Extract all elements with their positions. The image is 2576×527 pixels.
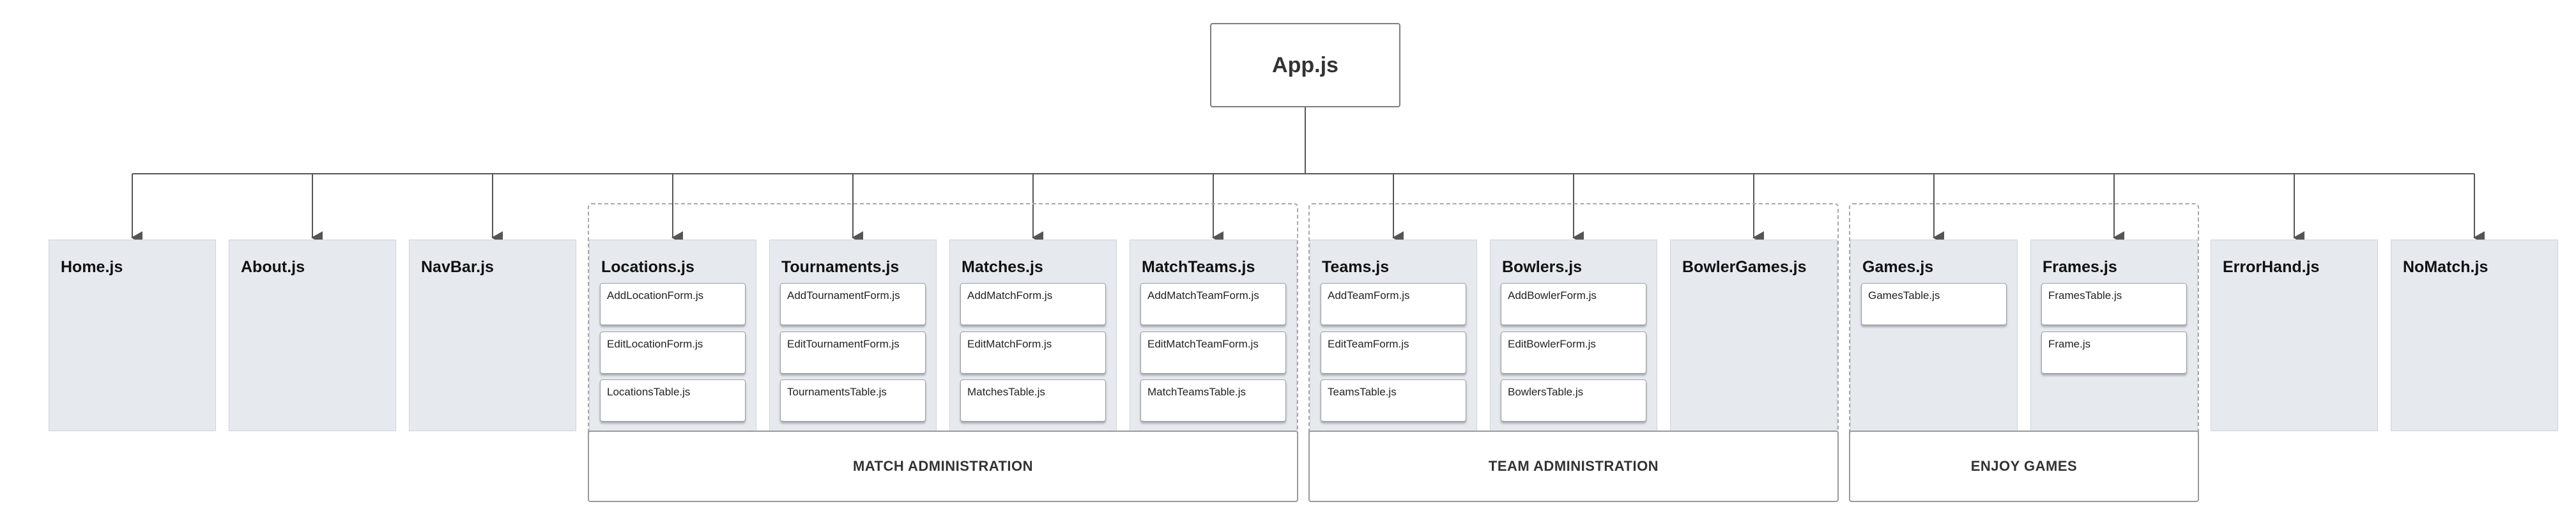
component-title: Frames.js (2043, 258, 2117, 276)
subcomponent-addmatchform[interactable]: AddMatchForm.js (960, 283, 1106, 325)
component-column-about[interactable]: About.js (229, 240, 396, 431)
subcomponent-matchteamstable[interactable]: MatchTeamsTable.js (1140, 379, 1286, 422)
subcomponent-framestable[interactable]: FramesTable.js (2041, 283, 2187, 325)
component-title: About.js (241, 258, 305, 276)
subcomponent-editmatchform[interactable]: EditMatchForm.js (960, 332, 1106, 374)
subcomponent-editteamform[interactable]: EditTeamForm.js (1321, 332, 1466, 374)
component-title: ErrorHand.js (2223, 258, 2320, 276)
group-label-text: TEAM ADMINISTRATION (1488, 458, 1659, 474)
component-title: Games.js (1862, 258, 1934, 276)
component-title: Tournaments.js (781, 258, 900, 276)
component-title: MatchTeams.js (1142, 258, 1255, 276)
subcomponent-editmatchteamform[interactable]: EditMatchTeamForm.js (1140, 332, 1286, 374)
subcomponent-addtournamentform[interactable]: AddTournamentForm.js (780, 283, 926, 325)
subcomponent-editlocationform[interactable]: EditLocationForm.js (600, 332, 746, 374)
component-column-nomatch[interactable]: NoMatch.js (2391, 240, 2558, 431)
group-label-team-administration: TEAM ADMINISTRATION (1308, 431, 1839, 502)
subcomponent-bowlerstable[interactable]: BowlersTable.js (1501, 379, 1646, 422)
subcomponent-gamestable[interactable]: GamesTable.js (1861, 283, 2007, 325)
subcomponent-addlocationform[interactable]: AddLocationForm.js (600, 283, 746, 325)
subcomponent-addteamform[interactable]: AddTeamForm.js (1321, 283, 1466, 325)
root-node-label: App.js (1272, 52, 1338, 77)
component-title: Teams.js (1322, 258, 1390, 276)
component-title: NavBar.js (421, 258, 494, 276)
component-title: Matches.js (962, 258, 1043, 276)
component-column-home[interactable]: Home.js (49, 240, 216, 431)
subcomponent-edittournamentform[interactable]: EditTournamentForm.js (780, 332, 926, 374)
component-title: Home.js (61, 258, 123, 276)
subcomponent-teamstable[interactable]: TeamsTable.js (1321, 379, 1466, 422)
subcomponent-addbowlerform[interactable]: AddBowlerForm.js (1501, 283, 1646, 325)
subcomponent-addmatchteamform[interactable]: AddMatchTeamForm.js (1140, 283, 1286, 325)
component-column-errorhand[interactable]: ErrorHand.js (2211, 240, 2378, 431)
subcomponent-tournamentstable[interactable]: TournamentsTable.js (780, 379, 926, 422)
group-label-match-administration: MATCH ADMINISTRATION (588, 431, 1298, 502)
component-title: BowlerGames.js (1682, 258, 1807, 276)
subcomponent-frame[interactable]: Frame.js (2041, 332, 2187, 374)
subcomponent-editbowlerform[interactable]: EditBowlerForm.js (1501, 332, 1646, 374)
group-label-enjoy-games: ENJOY GAMES (1849, 431, 2199, 502)
component-title: Locations.js (601, 258, 694, 276)
subcomponent-locationstable[interactable]: LocationsTable.js (600, 379, 746, 422)
component-column-bowlergames[interactable]: BowlerGames.js (1670, 240, 1837, 431)
component-title: Bowlers.js (1502, 258, 1583, 276)
subcomponent-matchestable[interactable]: MatchesTable.js (960, 379, 1106, 422)
component-column-navbar[interactable]: NavBar.js (409, 240, 576, 431)
group-label-text: MATCH ADMINISTRATION (852, 458, 1034, 474)
root-node-app[interactable]: App.js (1210, 23, 1400, 107)
group-label-text: ENJOY GAMES (1970, 458, 2078, 474)
component-title: NoMatch.js (2403, 258, 2488, 276)
